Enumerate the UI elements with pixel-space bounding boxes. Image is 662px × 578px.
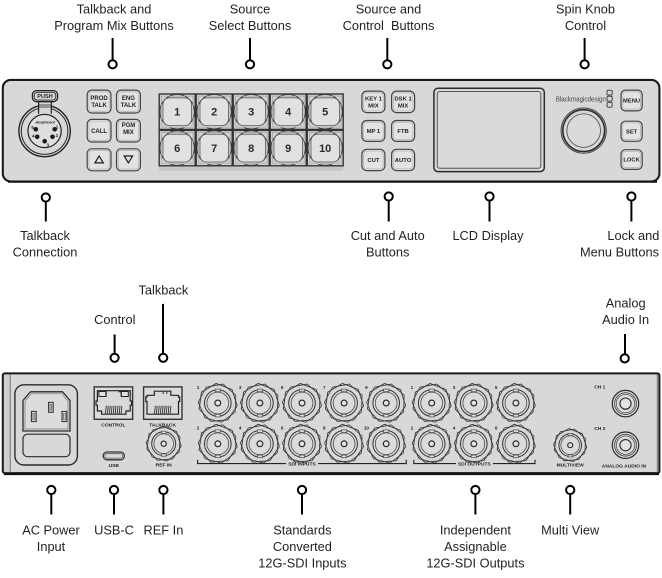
svg-text:Control: Control <box>565 18 606 33</box>
svg-text:5: 5 <box>281 385 284 390</box>
svg-text:9: 9 <box>285 143 291 155</box>
svg-text:SDI OUTPUTS: SDI OUTPUTS <box>458 461 492 467</box>
svg-text:7: 7 <box>211 143 217 155</box>
svg-text:SDI INPUTS: SDI INPUTS <box>288 461 316 467</box>
svg-text:3: 3 <box>239 385 242 390</box>
svg-text:PUSH: PUSH <box>37 94 53 100</box>
svg-text:4: 4 <box>32 134 35 139</box>
svg-text:3: 3 <box>453 385 456 390</box>
svg-text:Standards: Standards <box>273 523 331 538</box>
svg-text:9: 9 <box>365 385 368 390</box>
svg-text:Analog: Analog <box>606 296 646 311</box>
svg-text:6: 6 <box>495 426 498 431</box>
svg-text:3: 3 <box>248 107 254 119</box>
svg-text:1: 1 <box>197 385 200 390</box>
svg-text:5: 5 <box>322 107 328 119</box>
svg-text:Menu Buttons: Menu Buttons <box>580 244 659 259</box>
svg-text:Cut and Auto: Cut and Auto <box>351 228 425 243</box>
svg-text:Source: Source <box>230 2 271 17</box>
svg-text:MIX: MIX <box>368 103 379 109</box>
svg-text:10: 10 <box>319 143 331 155</box>
svg-text:Buttons: Buttons <box>366 244 409 259</box>
svg-text:FTB: FTB <box>397 129 408 135</box>
svg-text:KEY 1: KEY 1 <box>365 97 383 103</box>
svg-text:4: 4 <box>453 426 456 431</box>
svg-text:PROD: PROD <box>90 96 108 102</box>
svg-text:CONTROL: CONTROL <box>101 422 125 428</box>
svg-text:Input: Input <box>37 539 66 554</box>
svg-text:MIX: MIX <box>123 130 134 136</box>
svg-text:USB-C: USB-C <box>94 523 134 538</box>
svg-text:LCD Display: LCD Display <box>452 228 524 243</box>
svg-text:2: 2 <box>411 426 414 431</box>
svg-text:4: 4 <box>285 107 292 119</box>
svg-text:1: 1 <box>174 107 180 119</box>
svg-text:Program Mix Buttons: Program Mix Buttons <box>54 18 173 33</box>
svg-text:8: 8 <box>248 143 254 155</box>
svg-text:LOCK: LOCK <box>623 158 640 164</box>
svg-text:Lock and: Lock and <box>607 228 659 243</box>
svg-text:Connection: Connection <box>13 244 78 259</box>
svg-text:AUTO: AUTO <box>395 158 412 164</box>
svg-text:7: 7 <box>323 385 326 390</box>
svg-text:2: 2 <box>197 426 200 431</box>
svg-text:MIX: MIX <box>398 103 409 109</box>
svg-text:MENU: MENU <box>623 99 640 105</box>
svg-text:Converted: Converted <box>273 539 332 554</box>
svg-text:4: 4 <box>239 426 242 431</box>
svg-text:MULTIVIEW: MULTIVIEW <box>557 463 584 469</box>
svg-text:Source and: Source and <box>356 2 421 17</box>
svg-text:Control: Control <box>94 312 135 327</box>
svg-text:USB: USB <box>109 463 120 469</box>
svg-text:MP 1: MP 1 <box>367 129 381 135</box>
svg-text:Talkback: Talkback <box>20 228 70 243</box>
svg-text:2: 2 <box>211 107 217 119</box>
svg-text:1: 1 <box>411 385 414 390</box>
svg-text:TALKBACK: TALKBACK <box>149 422 176 428</box>
svg-text:6: 6 <box>174 143 180 155</box>
svg-text:SET: SET <box>626 129 638 135</box>
svg-text:2: 2 <box>56 133 59 138</box>
svg-text:CUT: CUT <box>367 158 380 164</box>
svg-text:5: 5 <box>31 125 34 130</box>
svg-text:PGM: PGM <box>122 123 136 129</box>
svg-text:3: 3 <box>47 143 50 148</box>
svg-text:6: 6 <box>281 426 284 431</box>
svg-text:TALK: TALK <box>121 103 137 109</box>
svg-text:DSK 1: DSK 1 <box>394 97 412 103</box>
svg-text:AC Power: AC Power <box>22 523 80 538</box>
svg-text:TALK: TALK <box>91 103 107 109</box>
svg-text:Audio In: Audio In <box>602 312 649 327</box>
svg-text:Spin Knob: Spin Knob <box>556 2 615 17</box>
svg-text:ENG: ENG <box>122 96 135 102</box>
svg-text:Multi View: Multi View <box>541 523 600 538</box>
svg-text:Blackmagicdesign: Blackmagicdesign <box>556 94 606 103</box>
svg-text:CALL: CALL <box>91 129 107 135</box>
svg-text:REF IN: REF IN <box>156 463 172 469</box>
svg-text:10: 10 <box>364 426 370 431</box>
svg-text:5: 5 <box>495 385 498 390</box>
svg-text:Independent: Independent <box>440 523 512 538</box>
svg-text:Select Buttons: Select Buttons <box>209 18 292 33</box>
svg-text:12G-SDI Outputs: 12G-SDI Outputs <box>426 555 524 570</box>
svg-text:Control Buttons: Control Buttons <box>343 18 435 33</box>
svg-text:12G-SDI Inputs: 12G-SDI Inputs <box>258 555 346 570</box>
svg-text:Assignable: Assignable <box>444 539 507 554</box>
svg-text:1: 1 <box>56 125 59 130</box>
svg-text:Talkback: Talkback <box>139 282 189 297</box>
svg-text:8: 8 <box>323 426 326 431</box>
svg-text:Amphenol: Amphenol <box>34 119 55 124</box>
svg-text:CH 2: CH 2 <box>594 426 605 432</box>
svg-text:Talkback and: Talkback and <box>77 2 152 17</box>
svg-text:CH 1: CH 1 <box>594 384 605 390</box>
svg-text:REF In: REF In <box>143 523 183 538</box>
svg-text:ANALOG AUDIO IN: ANALOG AUDIO IN <box>602 463 647 469</box>
